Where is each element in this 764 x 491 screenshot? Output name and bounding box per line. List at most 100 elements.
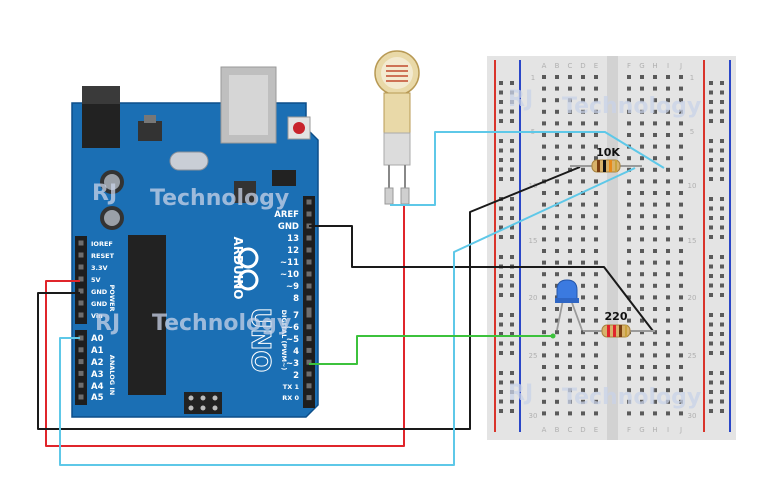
breadboard-hole xyxy=(581,353,585,358)
breadboard-hole xyxy=(510,216,514,220)
breadboard-hole xyxy=(594,86,598,91)
watermark-brand-board: RJ xyxy=(92,181,117,206)
arduino-logo-icon xyxy=(237,247,259,291)
col-letter-c-bottom: C xyxy=(568,426,573,434)
breadboard-hole xyxy=(720,255,724,259)
breadboard-hole xyxy=(679,98,683,103)
breadboard-hole xyxy=(581,376,585,381)
breadboard-hole xyxy=(627,237,631,242)
breadboard-hole xyxy=(542,295,546,300)
breadboard-hole xyxy=(640,121,644,126)
breadboard-hole xyxy=(499,235,503,239)
breadboard-hole xyxy=(542,225,546,230)
breadboard-hole xyxy=(709,409,713,413)
col-letter-j-bottom: J xyxy=(679,426,682,434)
wires xyxy=(37,131,665,466)
watermark-word-middle: Technology xyxy=(152,311,291,336)
row-number-25: 25 xyxy=(529,352,538,360)
breadboard-hole xyxy=(640,272,644,277)
breadboard-hole xyxy=(627,133,631,137)
pin-label-3v3: 3.3V xyxy=(91,264,108,272)
breadboard-hole xyxy=(679,399,683,404)
breadboard-hole xyxy=(581,133,585,137)
breadboard-hole xyxy=(594,283,598,288)
breadboard-hole xyxy=(510,274,514,278)
breadboard-hole xyxy=(709,313,713,317)
breadboard-hole xyxy=(555,121,559,126)
arduino-uno-board: ARDUINO UNO DIGITAL (PWM~) ANALOG IN POW… xyxy=(71,66,319,418)
breadboard-hole xyxy=(653,98,657,103)
breadboard-hole xyxy=(720,371,724,375)
breadboard-hole xyxy=(653,353,657,358)
breadboard-hole xyxy=(555,249,559,253)
breadboard-hole xyxy=(542,109,546,114)
breadboard-hole xyxy=(581,341,585,346)
breadboard-hole xyxy=(720,283,724,288)
breadboard-hole xyxy=(568,399,572,404)
breadboard-hole xyxy=(581,98,585,103)
header-pin xyxy=(78,288,84,294)
atmega-chip xyxy=(128,235,166,395)
header-pin xyxy=(306,271,312,277)
breadboard-hole xyxy=(640,353,644,358)
breadboard-hole xyxy=(542,167,546,172)
breadboard-hole xyxy=(594,411,598,416)
breadboard-hole xyxy=(653,307,657,311)
arduino-model-label: UNO xyxy=(245,308,275,373)
breadboard-hole xyxy=(568,307,572,311)
breadboard-hole xyxy=(555,191,559,195)
col-letter-h-bottom: H xyxy=(652,426,657,434)
breadboard-hole xyxy=(542,98,546,103)
breadboard-hole xyxy=(499,167,503,172)
breadboard-hole xyxy=(666,307,670,311)
pin-label-13: 13 xyxy=(287,234,299,244)
breadboard-hole xyxy=(640,376,644,381)
breadboard-hole xyxy=(679,75,683,79)
breadboard-hole xyxy=(568,202,572,207)
breadboard-hole xyxy=(555,307,559,311)
row-number-30: 30 xyxy=(529,412,538,420)
breadboard-hole xyxy=(555,214,559,219)
breadboard-hole xyxy=(594,225,598,230)
breadboard-hole xyxy=(594,202,598,207)
breadboard-hole xyxy=(720,148,724,153)
pin-label-gnd: GND xyxy=(278,222,299,232)
col-letter-g-bottom: G xyxy=(639,426,644,434)
breadboard-hole xyxy=(709,332,713,336)
breadboard-hole xyxy=(542,214,546,219)
breadboard-hole xyxy=(640,179,644,184)
pin-label-a2: A2 xyxy=(91,358,104,368)
breadboard-hole xyxy=(499,81,503,85)
breadboard-hole xyxy=(640,330,644,335)
breadboard-hole xyxy=(653,109,657,114)
breadboard-hole xyxy=(627,307,631,311)
breadboard-hole xyxy=(679,156,683,161)
capacitor-1-top xyxy=(104,174,120,190)
breadboard-hole xyxy=(581,202,585,207)
wire-cyan-sensor xyxy=(390,131,665,206)
breadboard-hole xyxy=(510,399,514,404)
breadboard-hole xyxy=(542,75,546,79)
breadboard-hole xyxy=(709,255,713,259)
header-pin xyxy=(78,347,84,353)
header-pin xyxy=(306,259,312,265)
breadboard-hole xyxy=(640,260,644,265)
col-letter-f: F xyxy=(627,62,631,70)
breadboard-hole xyxy=(709,293,713,297)
breadboard-hole xyxy=(627,202,631,207)
breadboard-hole xyxy=(653,283,657,288)
analog-header xyxy=(75,330,87,405)
breadboard-hole xyxy=(653,237,657,242)
breadboard-hole xyxy=(499,109,503,114)
breadboard-hole xyxy=(555,376,559,381)
reset-button-cap xyxy=(293,122,305,134)
breadboard-hole xyxy=(594,179,598,184)
pin-label-a0: A0 xyxy=(91,334,104,344)
breadboard-hole xyxy=(555,399,559,404)
breadboard-hole xyxy=(709,380,713,385)
breadboard-hole xyxy=(581,318,585,323)
col-letter-g: G xyxy=(639,62,644,70)
header-pin xyxy=(78,252,84,258)
breadboard-hole xyxy=(542,330,546,335)
breadboard-hole xyxy=(581,411,585,416)
